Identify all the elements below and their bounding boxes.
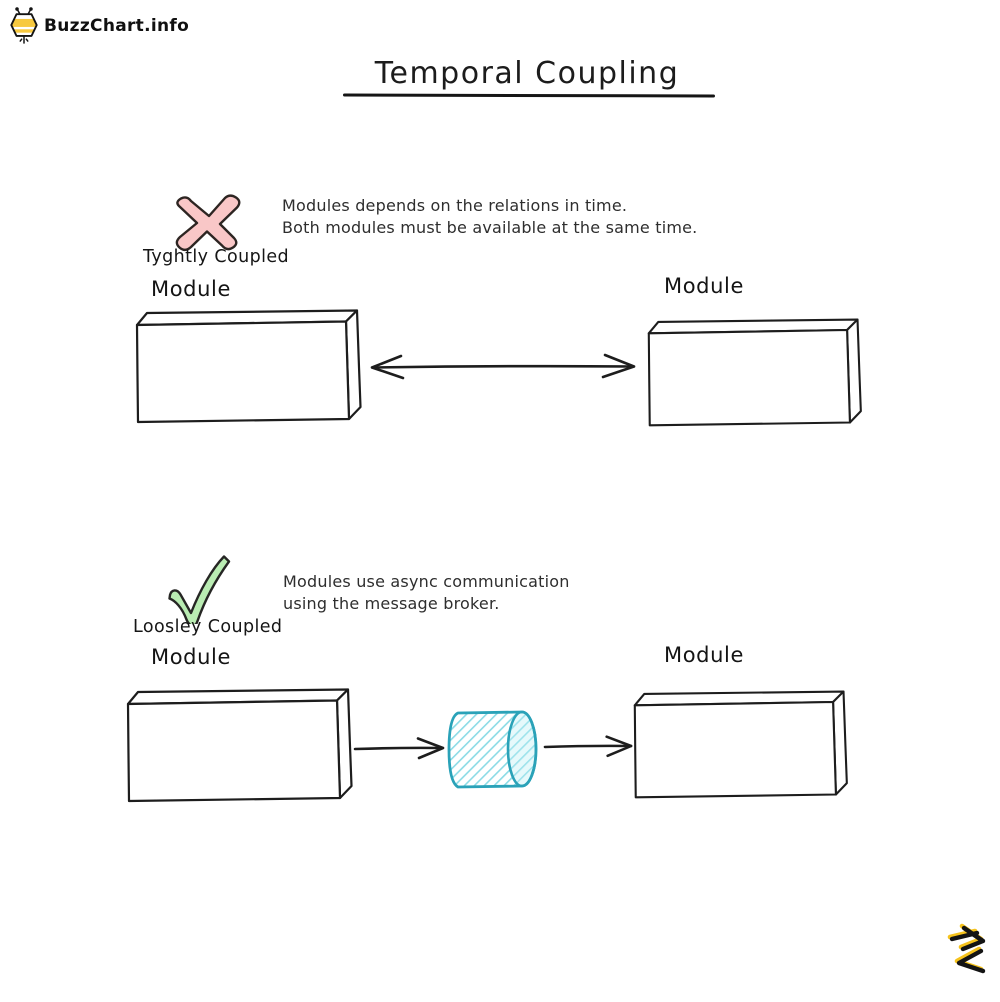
x-mark-icon <box>175 194 241 252</box>
description-line: Modules depends on the relations in time… <box>282 196 628 215</box>
section-label-tightly-coupled: Tyghtly Coupled <box>143 247 290 267</box>
description-line: Both modules must be available at the sa… <box>282 218 698 237</box>
bidirectional-arrow <box>370 353 636 380</box>
section-description-loose: Modules use async communication using th… <box>283 571 570 615</box>
brand-name: BuzzChart.info <box>44 16 190 36</box>
title-underline <box>342 93 716 98</box>
message-broker-cylinder <box>447 710 538 789</box>
arrow-from-broker <box>543 735 633 758</box>
module-box-loose-right <box>633 690 848 799</box>
module-label-tight-left: Module <box>151 277 231 301</box>
module-label-loose-left: Module <box>151 645 231 669</box>
description-line: using the message broker. <box>283 594 500 613</box>
bee-icon <box>10 7 38 44</box>
module-label-loose-right: Module <box>664 643 744 667</box>
module-label-tight-right: Module <box>664 274 744 298</box>
arrow-to-broker <box>353 737 445 760</box>
section-description-tight: Modules depends on the relations in time… <box>282 195 697 239</box>
module-box-loose-left <box>126 688 353 803</box>
page-title: Temporal Coupling <box>374 56 680 91</box>
module-box-tight-left <box>135 309 362 424</box>
description-line: Modules use async communication <box>283 572 570 591</box>
brand-logo: BuzzChart.info <box>8 6 189 46</box>
module-box-tight-right <box>647 318 862 427</box>
section-label-loosely-coupled: Loosley Coupled <box>133 617 283 637</box>
zigzag-signature-icon <box>947 923 986 974</box>
check-mark-icon <box>168 555 231 624</box>
